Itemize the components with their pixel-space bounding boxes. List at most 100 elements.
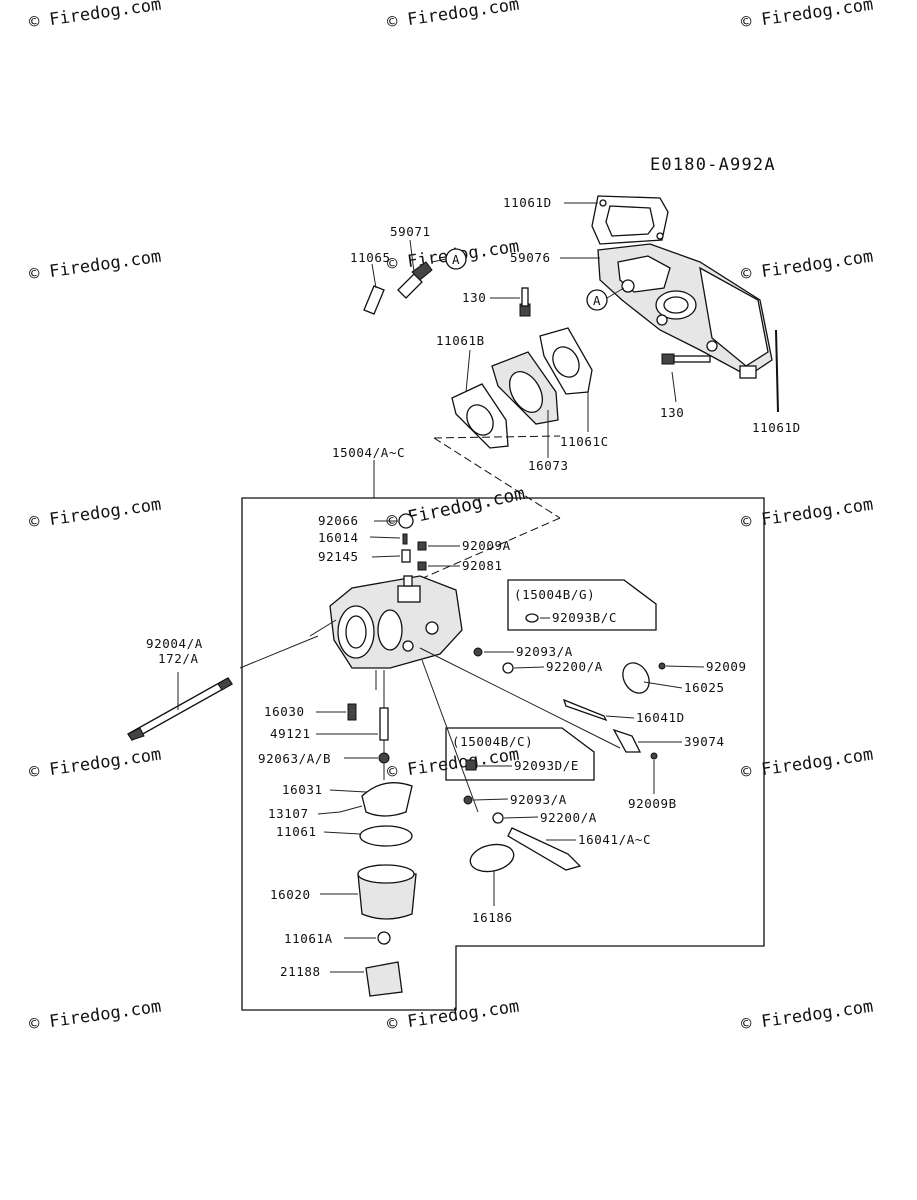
leader-line — [665, 665, 705, 668]
part-label-21188: 21188 — [280, 964, 321, 979]
part-label-16025: 16025 — [684, 680, 725, 695]
carburetor-jet-boss — [403, 575, 413, 587]
leader-line — [643, 681, 683, 689]
leader-line — [317, 811, 341, 815]
part-label-92093a: 92093/A — [510, 792, 567, 807]
part-label-11061: 11061 — [276, 824, 317, 839]
gasket-11061d-top-hole — [605, 205, 655, 237]
seal-92066 — [398, 513, 414, 529]
gasket-11061a — [377, 931, 391, 945]
watermark-text: © Firedog.com — [28, 745, 163, 783]
spacer-16073-bore — [508, 371, 544, 413]
part-label-16030: 16030 — [264, 704, 305, 719]
bolt-shank — [673, 355, 711, 363]
screw-92009a — [417, 541, 427, 551]
part-label-92009a: 92009A — [462, 538, 511, 553]
fitting-body — [397, 273, 423, 299]
stud-92004 — [127, 677, 233, 741]
bushing-92093bc — [525, 613, 539, 623]
part-label-92093de: 92093D/E — [514, 758, 579, 773]
gasket-11061c-hole — [552, 346, 580, 378]
manifold-bore-inner — [663, 296, 689, 314]
manifold-hole — [706, 340, 718, 352]
watermark-text: © Firedog.com — [740, 745, 875, 783]
gasket-11061 — [359, 825, 413, 847]
part-label-16031: 16031 — [282, 782, 323, 797]
gasket-11061b-hole — [466, 404, 494, 436]
bushing-92093de — [465, 759, 477, 771]
part-label-92009: 92009 — [706, 659, 747, 674]
part-label-130: 130 — [462, 290, 486, 305]
part-label-92093a: 92093/A — [516, 644, 573, 659]
leader-line — [465, 349, 471, 393]
lever-39074 — [612, 728, 642, 753]
part-label-11061c: 11061C — [560, 434, 609, 449]
part-label-15004: 15004/A~C — [332, 445, 405, 460]
screw-92009 — [658, 662, 666, 670]
part-label-92081: 92081 — [462, 558, 503, 573]
leader-line — [473, 798, 509, 801]
washer-92200a-lower — [492, 812, 504, 824]
part-label-11061a: 11061A — [284, 931, 333, 946]
bolt-130-bottom — [661, 353, 711, 365]
part-label-59071: 59071 — [390, 224, 431, 239]
alignment-line — [433, 437, 561, 519]
leader-line — [431, 258, 447, 263]
bolt-130-top — [519, 287, 531, 317]
seal-92093a — [473, 647, 483, 657]
watermark-text: © Firedog.com — [28, 495, 163, 533]
part-label-59076: 59076 — [510, 250, 551, 265]
part-label-130: 130 — [660, 405, 684, 420]
carburetor-group — [127, 513, 666, 997]
callout-a-label: A — [593, 293, 601, 308]
part-label-13107: 13107 — [268, 806, 309, 821]
bolt-shank — [521, 287, 529, 307]
alignment-line — [399, 517, 561, 589]
watermark-text: © Firedog.com — [28, 997, 163, 1035]
stud-thread — [127, 727, 145, 741]
gasket-bolt-hole — [599, 199, 607, 207]
leader-line — [323, 831, 361, 835]
leader-line — [409, 239, 415, 273]
intake-manifold-group: A A — [363, 195, 779, 589]
watermark-text: © Firedog.com — [740, 997, 875, 1035]
fitting-59071 — [397, 261, 433, 299]
part-label-92066: 92066 — [318, 513, 359, 528]
carburetor-assembly-frame — [241, 497, 765, 1011]
manifold-flange — [739, 365, 757, 379]
callout-a-label: A — [452, 252, 460, 267]
leader-line — [671, 371, 677, 403]
part-label-11061d: 11061D — [752, 420, 801, 435]
watermark-text: © Firedog.com — [28, 247, 163, 285]
watermark-text: © Firedog.com — [386, 997, 521, 1035]
diagram-code: E0180-A992A — [650, 155, 776, 175]
note-box-15004b-g — [507, 579, 657, 631]
part-label-172: 172/A — [158, 651, 199, 666]
alignment-line — [433, 435, 561, 439]
gasket-11061d-right — [775, 329, 779, 413]
watermark-text: © Firedog.com — [740, 495, 875, 533]
pin-11065 — [363, 285, 385, 315]
leader-line — [606, 287, 625, 299]
leader-line — [371, 555, 401, 558]
note-label-15004b-c: (15004B/C) — [452, 734, 533, 749]
watermark-text: © Firedog.com — [740, 247, 875, 285]
shaft-16041ac — [507, 827, 582, 871]
note-label-15004b-g: (15004B/G) — [514, 587, 595, 602]
axis-line — [309, 619, 337, 637]
part-labels: 11061D 59071 11065 59076 130 11061B 130 … — [146, 195, 801, 979]
carburetor-fitting — [402, 640, 414, 652]
bowl-16020 — [357, 873, 417, 920]
watermark-text: © Firedog.com — [28, 0, 163, 33]
manifold-hole — [656, 314, 668, 326]
fitting-nut — [411, 261, 433, 281]
gasket-bolt-hole — [656, 232, 664, 240]
carburetor-venturi — [377, 609, 403, 651]
part-label-92200a: 92200/A — [546, 659, 603, 674]
part-label-16041d: 16041D — [636, 710, 685, 725]
pin-13107 — [339, 805, 363, 813]
leader-line — [369, 536, 401, 539]
axis-line — [239, 635, 319, 669]
part-label-11061b: 11061B — [436, 333, 485, 348]
